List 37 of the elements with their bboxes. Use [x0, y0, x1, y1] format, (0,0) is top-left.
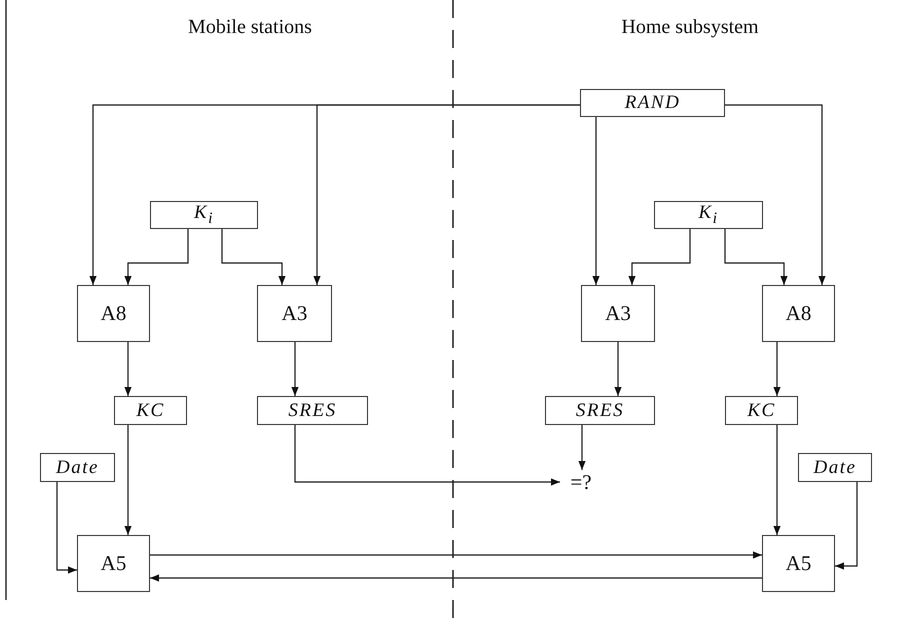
- arrow: [124, 425, 132, 535]
- arrow: [725, 104, 826, 285]
- arrow: [150, 551, 762, 559]
- variable-box: RAND: [580, 89, 725, 117]
- arrow: [628, 229, 691, 285]
- arrow: [221, 229, 286, 285]
- arrow: [294, 425, 560, 486]
- arrow: [291, 342, 299, 396]
- algorithm-box: A8: [762, 285, 835, 342]
- algorithm-box: A5: [77, 535, 150, 592]
- arrow: [773, 425, 781, 535]
- arrow: [578, 425, 586, 470]
- arrow: [124, 342, 132, 396]
- arrow: [592, 117, 600, 285]
- arrow: [773, 342, 781, 396]
- variable-box: SRES: [257, 396, 368, 425]
- algorithm-box: A8: [77, 285, 150, 342]
- comparison-text: =?: [560, 470, 602, 494]
- variable-box: K$_{i}$: [654, 201, 763, 229]
- variable-box: SRES: [545, 396, 655, 425]
- algorithm-box: A3: [257, 285, 332, 342]
- section-heading: Home subsystem: [621, 16, 759, 39]
- arrow: [614, 342, 622, 396]
- arrow: [835, 482, 858, 570]
- section-heading: Mobile stations: [188, 16, 312, 39]
- algorithm-box: A5: [762, 535, 835, 592]
- variable-box: Date: [798, 453, 872, 482]
- arrow: [150, 574, 762, 582]
- arrow: [724, 229, 788, 285]
- algorithm-box: A3: [581, 285, 655, 342]
- arrow: [56, 482, 77, 574]
- variable-box: K$_{i}$: [150, 201, 258, 229]
- arrow: [313, 104, 580, 285]
- arrow: [124, 229, 189, 285]
- variable-box: KC: [114, 396, 187, 425]
- variable-box: KC: [725, 396, 798, 425]
- variable-box: Date: [40, 453, 115, 482]
